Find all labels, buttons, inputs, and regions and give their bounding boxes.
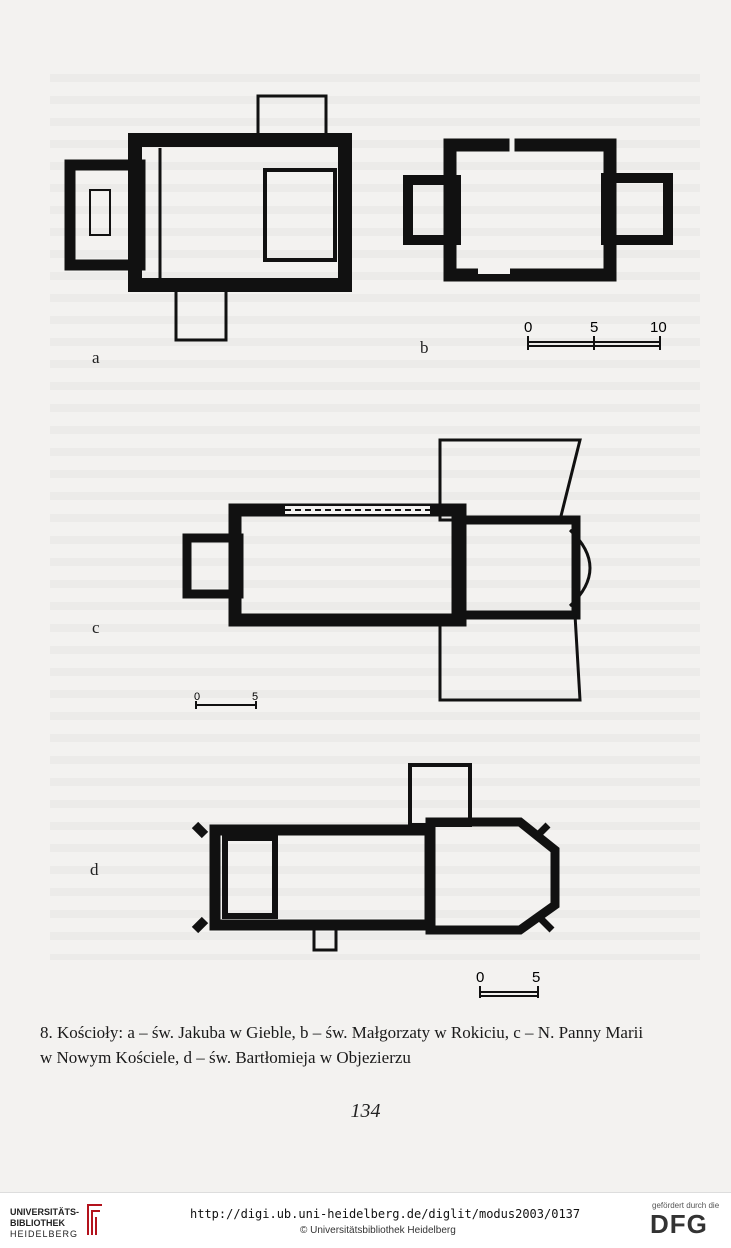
caption-line-1: 8. Kościoły: a – św. Jakuba w Gieble, b …	[40, 1023, 644, 1042]
plan-b-tower	[403, 175, 461, 245]
funder-text: gefördert durch die	[652, 1201, 720, 1210]
library-line-2: BIBLIOTHEK	[10, 1218, 65, 1228]
label-a: a	[92, 348, 100, 367]
plan-a-porch-south	[174, 283, 228, 342]
digitization-footer: UNIVERSITÄTS- BIBLIOTHEK HEIDELBERG http…	[0, 1192, 731, 1248]
scale-c-5: 5	[252, 691, 258, 703]
label-c: c	[92, 618, 100, 637]
plan-d	[191, 763, 560, 952]
plan-d-tower	[222, 835, 278, 919]
plan-c-apse	[568, 528, 592, 608]
plan-c-south-chapel	[438, 613, 582, 702]
plan-d-porch	[312, 923, 338, 952]
library-line-1: UNIVERSITÄTS-	[10, 1207, 80, 1217]
library-name: UNIVERSITÄTS- BIBLIOTHEK HEIDELBERG	[10, 1207, 79, 1240]
plan-d-chancel	[425, 817, 560, 935]
page-number: 134	[350, 1100, 381, 1122]
plan-b-chancel	[601, 173, 673, 245]
scale-b-0: 0	[524, 319, 532, 336]
plan-c	[182, 438, 592, 702]
caption-line-2: w Nowym Kościele, d – św. Bartłomieja w …	[40, 1048, 411, 1067]
scale-b-5: 5	[590, 319, 598, 336]
plan-c-chancel	[451, 515, 581, 620]
scale-b-10: 10	[650, 319, 667, 336]
scale-d-0: 0	[476, 969, 484, 986]
copyright-text: © Universitätsbibliothek Heidelberg	[300, 1225, 456, 1236]
scale-bar-b	[527, 336, 661, 350]
plan-b	[403, 138, 673, 282]
label-b: b	[420, 338, 429, 357]
plan-d-nave	[209, 824, 436, 931]
scanned-page: 0 5 10 0 5	[0, 0, 731, 1192]
plan-a-chapel	[263, 168, 337, 262]
plan-d-sacristy	[408, 763, 472, 827]
plan-a-nave	[128, 133, 352, 292]
dfg-logo: DFG	[650, 1209, 708, 1239]
plan-c-tower	[182, 533, 244, 599]
plan-c-north-chapel	[438, 438, 582, 522]
scale-d-5: 5	[532, 969, 540, 986]
permalink-link[interactable]: http://digi.ub.uni-heidelberg.de/diglit/…	[190, 1207, 581, 1221]
library-logo-icon	[87, 1204, 102, 1235]
library-line-3: HEIDELBERG	[10, 1229, 79, 1239]
plan-b-nave	[443, 138, 617, 282]
label-d: d	[90, 860, 99, 879]
scale-bar-c	[195, 701, 257, 709]
plan-a	[64, 94, 352, 342]
plan-a-porch-north	[256, 94, 328, 146]
scale-c-0: 0	[194, 691, 200, 703]
figure-caption: 8. Kościoły: a – św. Jakuba w Gieble, b …	[40, 1020, 690, 1070]
church-floor-plans: 0 5 10 0 5	[64, 94, 673, 998]
plan-c-nave	[228, 503, 467, 627]
scale-bar-d	[479, 986, 539, 998]
plan-a-tower	[64, 159, 146, 271]
